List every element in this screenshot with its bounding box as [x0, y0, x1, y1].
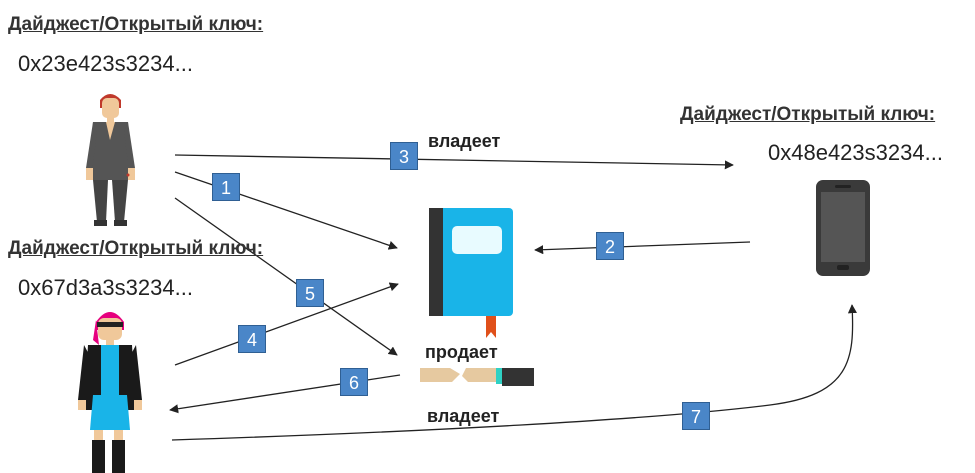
- book-icon: [429, 208, 513, 338]
- arrow-2: [534, 241, 751, 255]
- man-figure: [86, 94, 135, 226]
- step-badge-6: 6: [340, 368, 368, 396]
- step-badge-5: 5: [296, 279, 324, 307]
- step-badge-4: 4: [238, 325, 266, 353]
- sells-label: продает: [425, 342, 498, 362]
- arrow-1: [174, 171, 398, 250]
- device-key: 0x48e423s3234...: [768, 140, 943, 165]
- arrow-3: [174, 154, 734, 170]
- step-badge-2: 2: [596, 232, 624, 260]
- owner2-key: 0x67d3a3s3234...: [18, 275, 193, 300]
- arrow-4: [174, 282, 399, 366]
- step-badge-1: 1: [212, 173, 240, 201]
- arrow-5: [174, 197, 398, 356]
- owns-label-top: владеет: [428, 131, 501, 151]
- owns-label-bottom: владеет: [427, 406, 500, 426]
- owner2-title: Дайджест/Открытый ключ:: [8, 238, 264, 259]
- owner1-key: 0x23e423s3234...: [18, 51, 193, 76]
- handshake-icon: [420, 368, 534, 386]
- step-badge-3: 3: [390, 142, 418, 170]
- step-badge-7: 7: [682, 402, 710, 430]
- owner1-title: Дайджест/Открытый ключ:: [8, 14, 264, 35]
- phone-icon: [816, 180, 870, 276]
- device-title: Дайджест/Открытый ключ:: [680, 104, 936, 125]
- woman-figure: [78, 312, 142, 473]
